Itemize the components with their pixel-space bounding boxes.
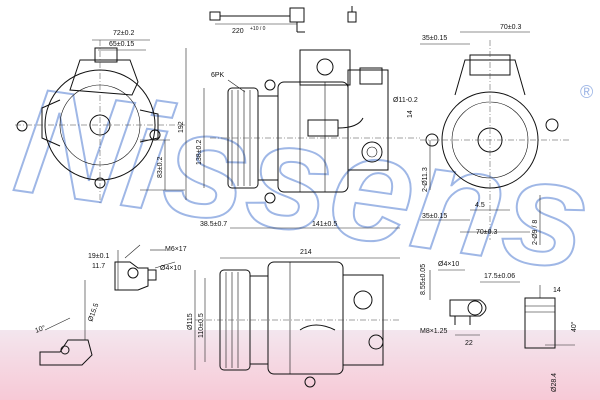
dim-141: 141±0.5 [312, 221, 337, 228]
dim-138: 138±0.2 [196, 140, 203, 165]
dim-17-5: 17.5±0.06 [484, 273, 515, 280]
dim-14a: 14 [407, 110, 414, 118]
dim-m8: M8×1.25 [420, 328, 448, 335]
dim-220-tolerance: +10 / 0 [250, 26, 266, 32]
dim-40-degrees: 40° [570, 321, 578, 332]
dim-65: 65±0.15 [109, 41, 134, 48]
dim-19: 19±0.1 [88, 253, 109, 260]
compressor-bottom-view [194, 257, 400, 388]
dim-10-degrees: 10° [34, 324, 47, 335]
dim-22: 22 [465, 340, 473, 347]
dim-8-55: 8.55±0.05 [420, 264, 427, 295]
pink-background-band [0, 330, 600, 400]
dim-phi4x10-b: Ø4×10 [438, 261, 459, 268]
fitting-detail [429, 269, 575, 349]
dim-phi15-5: Ø15.5 [87, 302, 100, 322]
pressure-switch-cable [209, 6, 357, 33]
compressor-front-view [15, 39, 185, 205]
dim-m6: M6×17 [165, 246, 187, 253]
dim-11-7: 11.7 [92, 263, 105, 270]
dim-220: 220 [232, 28, 244, 35]
dim-35-bottom: 35±0.15 [422, 213, 447, 220]
dim-214: 214 [300, 249, 312, 256]
dim-38-5: 38.5±0.7 [200, 221, 227, 228]
dim-4-5: 4.5 [475, 202, 485, 209]
dim-phi115: Ø115 [187, 313, 194, 330]
dim-72: 72±0.2 [113, 30, 134, 37]
connector-detail [114, 244, 176, 291]
label-6pk: 6PK [211, 72, 225, 79]
dim-phi11: Ø11-0.2 [393, 97, 418, 104]
dim-110: 110±0.5 [198, 313, 205, 338]
dim-70-bottom: 70±0.3 [476, 229, 497, 236]
dim-2-phi11-3: 2-Ø11.3 [422, 167, 429, 192]
compressor-side-view [185, 48, 420, 229]
dim-14b: 14 [553, 287, 561, 294]
dim-35-top: 35±0.15 [422, 35, 447, 42]
mounting-bracket-detail [39, 280, 93, 366]
dim-2-phi9: 2-Ø9 / 8 [532, 220, 539, 245]
dim-70-top: 70±0.3 [500, 24, 521, 31]
dim-phi28-4: Ø28.4 [551, 373, 558, 392]
dim-phi4x10-a: Ø4×10 [160, 265, 181, 272]
compressor-rear-view [420, 31, 570, 245]
dim-83: 83±0.2 [157, 157, 164, 178]
dim-192: 192 [178, 121, 185, 133]
